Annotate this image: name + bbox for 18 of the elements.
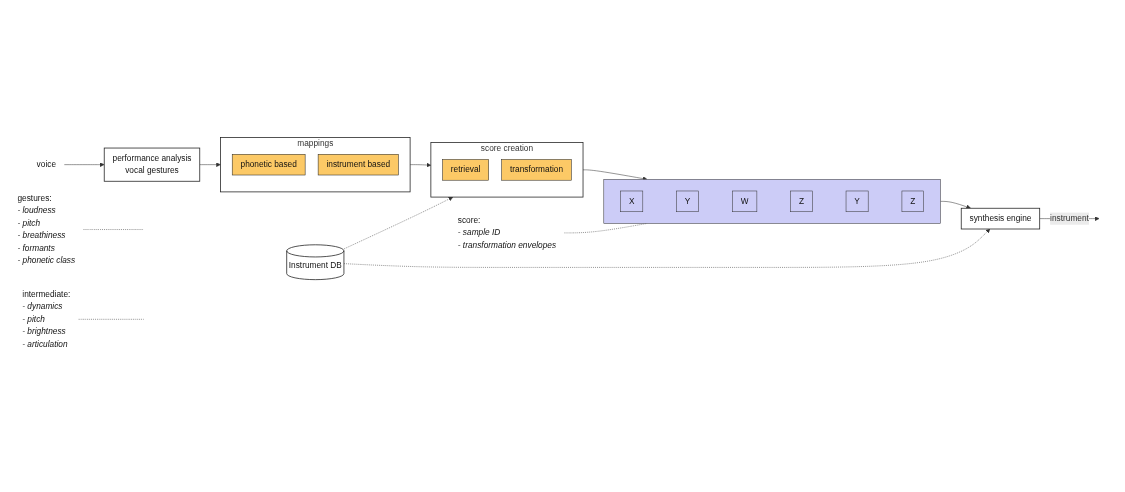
- node-text: voice: [36, 159, 56, 169]
- node-box: performance analysis vocal gestures: [103, 147, 201, 182]
- node-box: Y: [845, 190, 869, 212]
- node-box: Z: [901, 190, 924, 212]
- edge-label: instrument: [1050, 213, 1089, 223]
- node-box: transformation: [501, 159, 572, 181]
- node-box: instrument based: [317, 154, 399, 176]
- node-text: intermediate: - dynamics - pitch - brightness - articulation: [22, 289, 71, 349]
- cluster: [603, 179, 941, 224]
- node-box: phonetic based: [231, 154, 306, 176]
- node-box: retrieval: [442, 159, 489, 181]
- node-box: W: [732, 190, 758, 212]
- node-text: score: - sample ID - transformation envelopes: [457, 215, 557, 250]
- node-box: Y: [676, 190, 699, 212]
- node-box: synthesis engine: [960, 207, 1041, 230]
- node-box: X: [620, 190, 644, 212]
- node-box: Z: [790, 190, 813, 212]
- node-text: gestures: - loudness - pitch - breathiness - formants - phonetic class: [17, 193, 76, 265]
